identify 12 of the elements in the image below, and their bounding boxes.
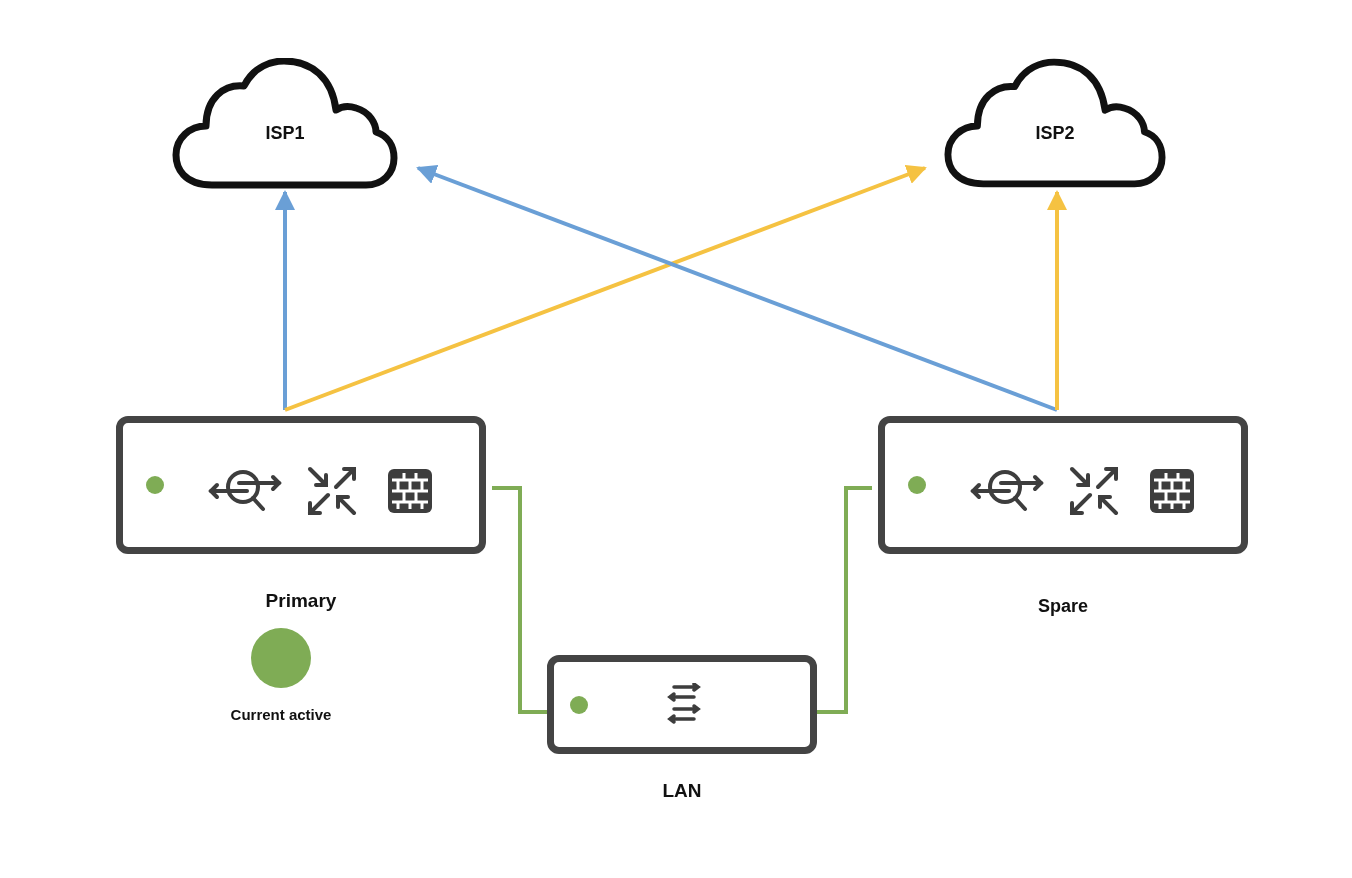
connector-line xyxy=(492,486,547,714)
connector-line xyxy=(817,486,872,714)
arrow xyxy=(416,165,1058,412)
device-label: Primary xyxy=(265,590,337,612)
device-label: LAN xyxy=(662,780,702,802)
device-label: Spare xyxy=(1038,596,1088,617)
arrow xyxy=(275,190,295,410)
arrow xyxy=(284,165,927,412)
legend-label: Current active xyxy=(230,706,332,723)
arrow xyxy=(1047,190,1067,410)
cloud-label: ISP1 xyxy=(265,122,305,144)
cloud-label: ISP2 xyxy=(1035,122,1075,144)
